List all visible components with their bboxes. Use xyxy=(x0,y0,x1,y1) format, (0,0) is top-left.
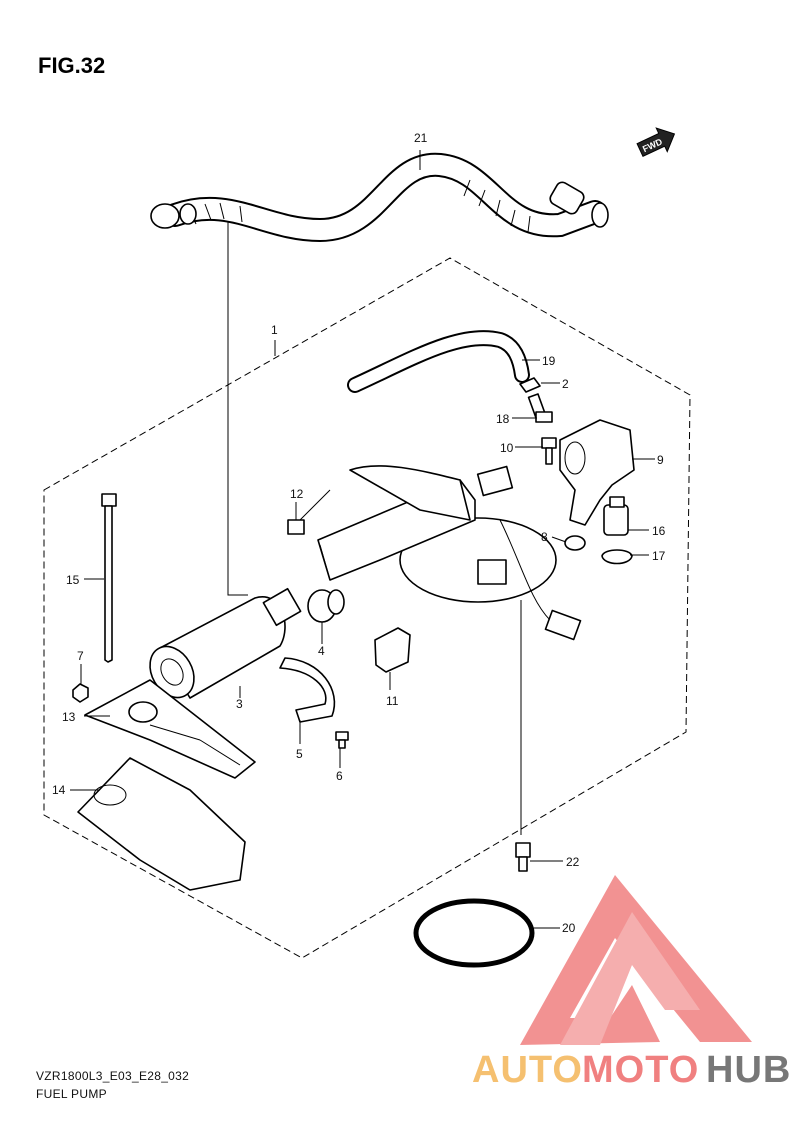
clamp-11 xyxy=(374,627,411,673)
callout-18: 18 xyxy=(496,412,510,426)
callout-20: 20 xyxy=(562,921,576,935)
callout-15: 15 xyxy=(66,573,80,587)
callout-21: 21 xyxy=(414,131,428,145)
callout-13: 13 xyxy=(62,710,76,724)
nut-7 xyxy=(72,683,89,703)
callout-8: 8 xyxy=(541,530,548,544)
callout-22: 22 xyxy=(566,855,580,869)
figure-code: VZR1800L3_E03_E28_032 xyxy=(36,1069,189,1083)
filter-13 xyxy=(84,679,256,779)
svg-text:MOTO: MOTO xyxy=(582,1049,699,1091)
forward-arrow-icon: FWD xyxy=(636,127,676,158)
callout-16: 16 xyxy=(652,524,666,538)
callout-2: 2 xyxy=(562,377,569,391)
clip-17 xyxy=(601,549,633,565)
assembly-boundary xyxy=(43,257,691,959)
grommet-4 xyxy=(307,589,345,623)
callout-11: 11 xyxy=(386,694,399,708)
cable-tie-15 xyxy=(101,493,117,663)
hose-leader-line xyxy=(210,214,248,596)
fuel-hose xyxy=(150,152,609,243)
breather-hose xyxy=(347,330,530,393)
screw-6 xyxy=(335,731,349,749)
callout-10: 10 xyxy=(500,441,514,455)
bolt-22 xyxy=(515,842,531,872)
callout-3: 3 xyxy=(236,697,243,711)
callout-9: 9 xyxy=(657,453,664,467)
bolt-10 xyxy=(541,437,557,465)
pump-bracket-assembly xyxy=(317,465,582,641)
band-5 xyxy=(279,657,336,723)
callout-12: 12 xyxy=(290,487,304,501)
callout-6: 6 xyxy=(336,769,343,783)
callout-19: 19 xyxy=(542,354,556,368)
gasket-20 xyxy=(413,898,535,968)
bracket-9 xyxy=(559,419,635,526)
svg-text:HUB: HUB xyxy=(706,1049,791,1091)
regulator-16 xyxy=(603,496,629,536)
svg-text:AUTO: AUTO xyxy=(472,1049,583,1091)
fitting-18 xyxy=(527,393,553,423)
hose-clip xyxy=(519,377,541,393)
callout-5: 5 xyxy=(296,747,303,761)
callout-17: 17 xyxy=(652,549,666,563)
connector-12 xyxy=(287,519,305,535)
callout-7: 7 xyxy=(77,649,84,663)
callout-14: 14 xyxy=(52,783,66,797)
callout-1: 1 xyxy=(271,323,278,337)
o-ring-8 xyxy=(564,535,586,551)
figure-name: FUEL PUMP xyxy=(36,1087,107,1101)
figure-title: FIG.32 xyxy=(38,53,105,78)
fuel-pump-3 xyxy=(149,587,302,699)
callout-4: 4 xyxy=(318,644,325,658)
cover-14 xyxy=(77,757,246,891)
watermark-logo xyxy=(520,875,752,1045)
watermark-wordmark: AUTO MOTO HUB xyxy=(472,1049,791,1091)
